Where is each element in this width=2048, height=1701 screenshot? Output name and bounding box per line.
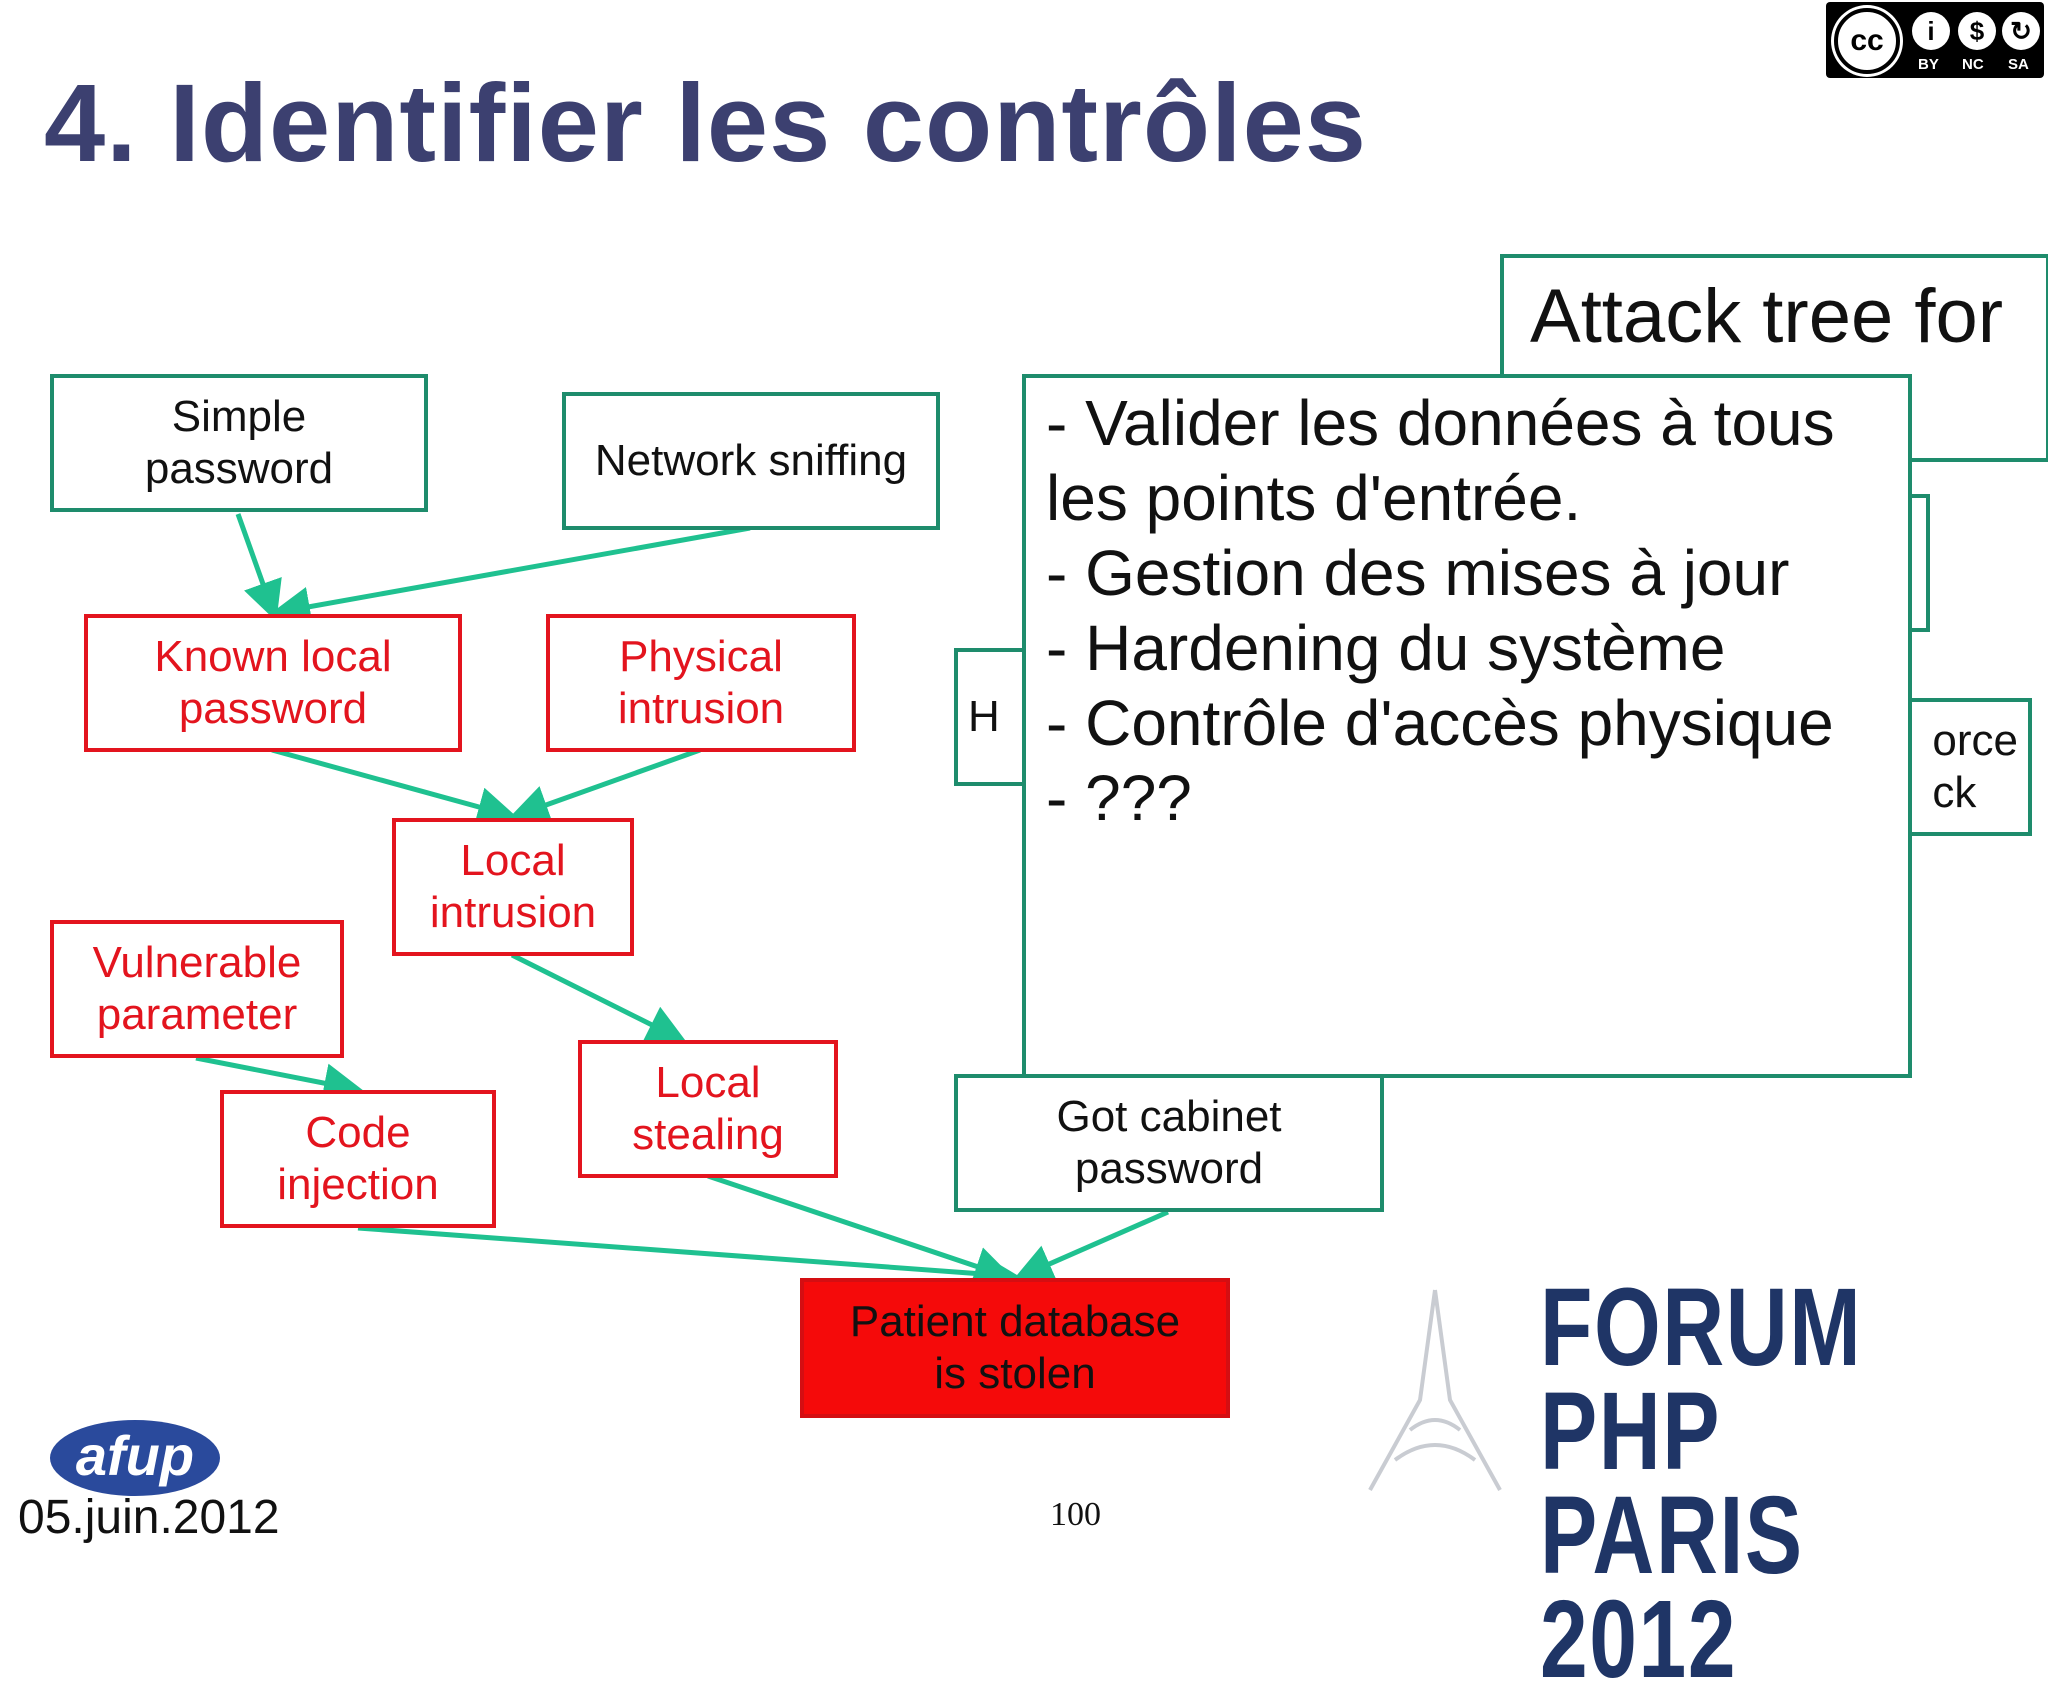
node-label: Code injection [277, 1108, 439, 1209]
attribution-icon: i [1912, 12, 1950, 50]
edge-vulnerable-to-code [195, 1055, 364, 1103]
node-label: Vulnerable parameter [92, 938, 302, 1039]
node-network-sniffing: Network sniffing [562, 392, 940, 530]
control-item: - Gestion des mises à jour [1046, 537, 1790, 609]
afup-logo: afup [50, 1420, 220, 1496]
forum-php-logo: FORUM PHP PARIS 2012 [1540, 1266, 1863, 1701]
cc-label-nc: NC [1962, 56, 1984, 73]
node-code-injection: Code injection [220, 1090, 496, 1228]
footer-date: 05.juin.2012 [18, 1491, 280, 1544]
node-got-cabinet-password: Got cabinet password [954, 1074, 1384, 1212]
node-patient-database-stolen: Patient database is stolen [800, 1278, 1230, 1418]
controls-overlay: - Valider les données à tous les points … [1022, 374, 1912, 1078]
node-label: Known local password [154, 632, 392, 733]
slide-title: 4. Identifier les contrôles [44, 62, 1367, 185]
edge-physical-to-local [508, 747, 701, 824]
node-label: Physical intrusion [617, 632, 785, 733]
controls-list: - Valider les données à tous les points … [1046, 386, 1890, 836]
edge-cabinet-to-root [1012, 1209, 1170, 1283]
edge-local-to-stealing [510, 952, 687, 1043]
node-label: Local stealing [632, 1058, 784, 1159]
node-label: Local intrusion [429, 836, 597, 937]
control-item: - Hardening du système [1046, 612, 1726, 684]
node-label: H [968, 692, 1000, 741]
control-item: - ??? [1046, 762, 1192, 834]
cc-label-by: BY [1918, 56, 1939, 73]
edge-code-to-root [357, 1225, 1020, 1294]
edge-simple-to-known [235, 513, 282, 622]
node-label: Network sniffing [594, 436, 908, 485]
node-simple-password: Simple password [50, 374, 428, 512]
node-label: Patient database is stolen [849, 1297, 1181, 1398]
node-physical-intrusion: Physical intrusion [546, 614, 856, 752]
share-alike-icon: ↻ [2002, 12, 2040, 50]
node-known-local-password: Known local password [84, 614, 462, 752]
cc-label-sa: SA [2008, 56, 2029, 73]
cc-icon: cc [1834, 8, 1900, 74]
node-local-intrusion: Local intrusion [392, 818, 634, 956]
edge-known-to-local [271, 747, 518, 827]
eiffel-tower-icon [1368, 1289, 1502, 1491]
edge-sniffing-to-known [270, 525, 751, 627]
attack-tree-edges [195, 513, 1170, 1294]
node-label: orce ck [1932, 716, 2018, 817]
node-label: Got cabinet password [1056, 1092, 1282, 1193]
node-local-stealing: Local stealing [578, 1040, 838, 1178]
control-item: - Valider les données à tous les points … [1046, 387, 1835, 534]
page-number: 100 [1050, 1496, 1101, 1533]
control-item: - Contrôle d'accès physique [1046, 687, 1834, 759]
edge-stealing-to-root [707, 1173, 1015, 1286]
non-commercial-icon: $ [1958, 12, 1996, 50]
cc-license-badge: cc i $ ↻ BY NC SA [1826, 2, 2044, 78]
node-vulnerable-parameter: Vulnerable parameter [50, 920, 344, 1058]
node-label: Simple password [144, 392, 334, 493]
